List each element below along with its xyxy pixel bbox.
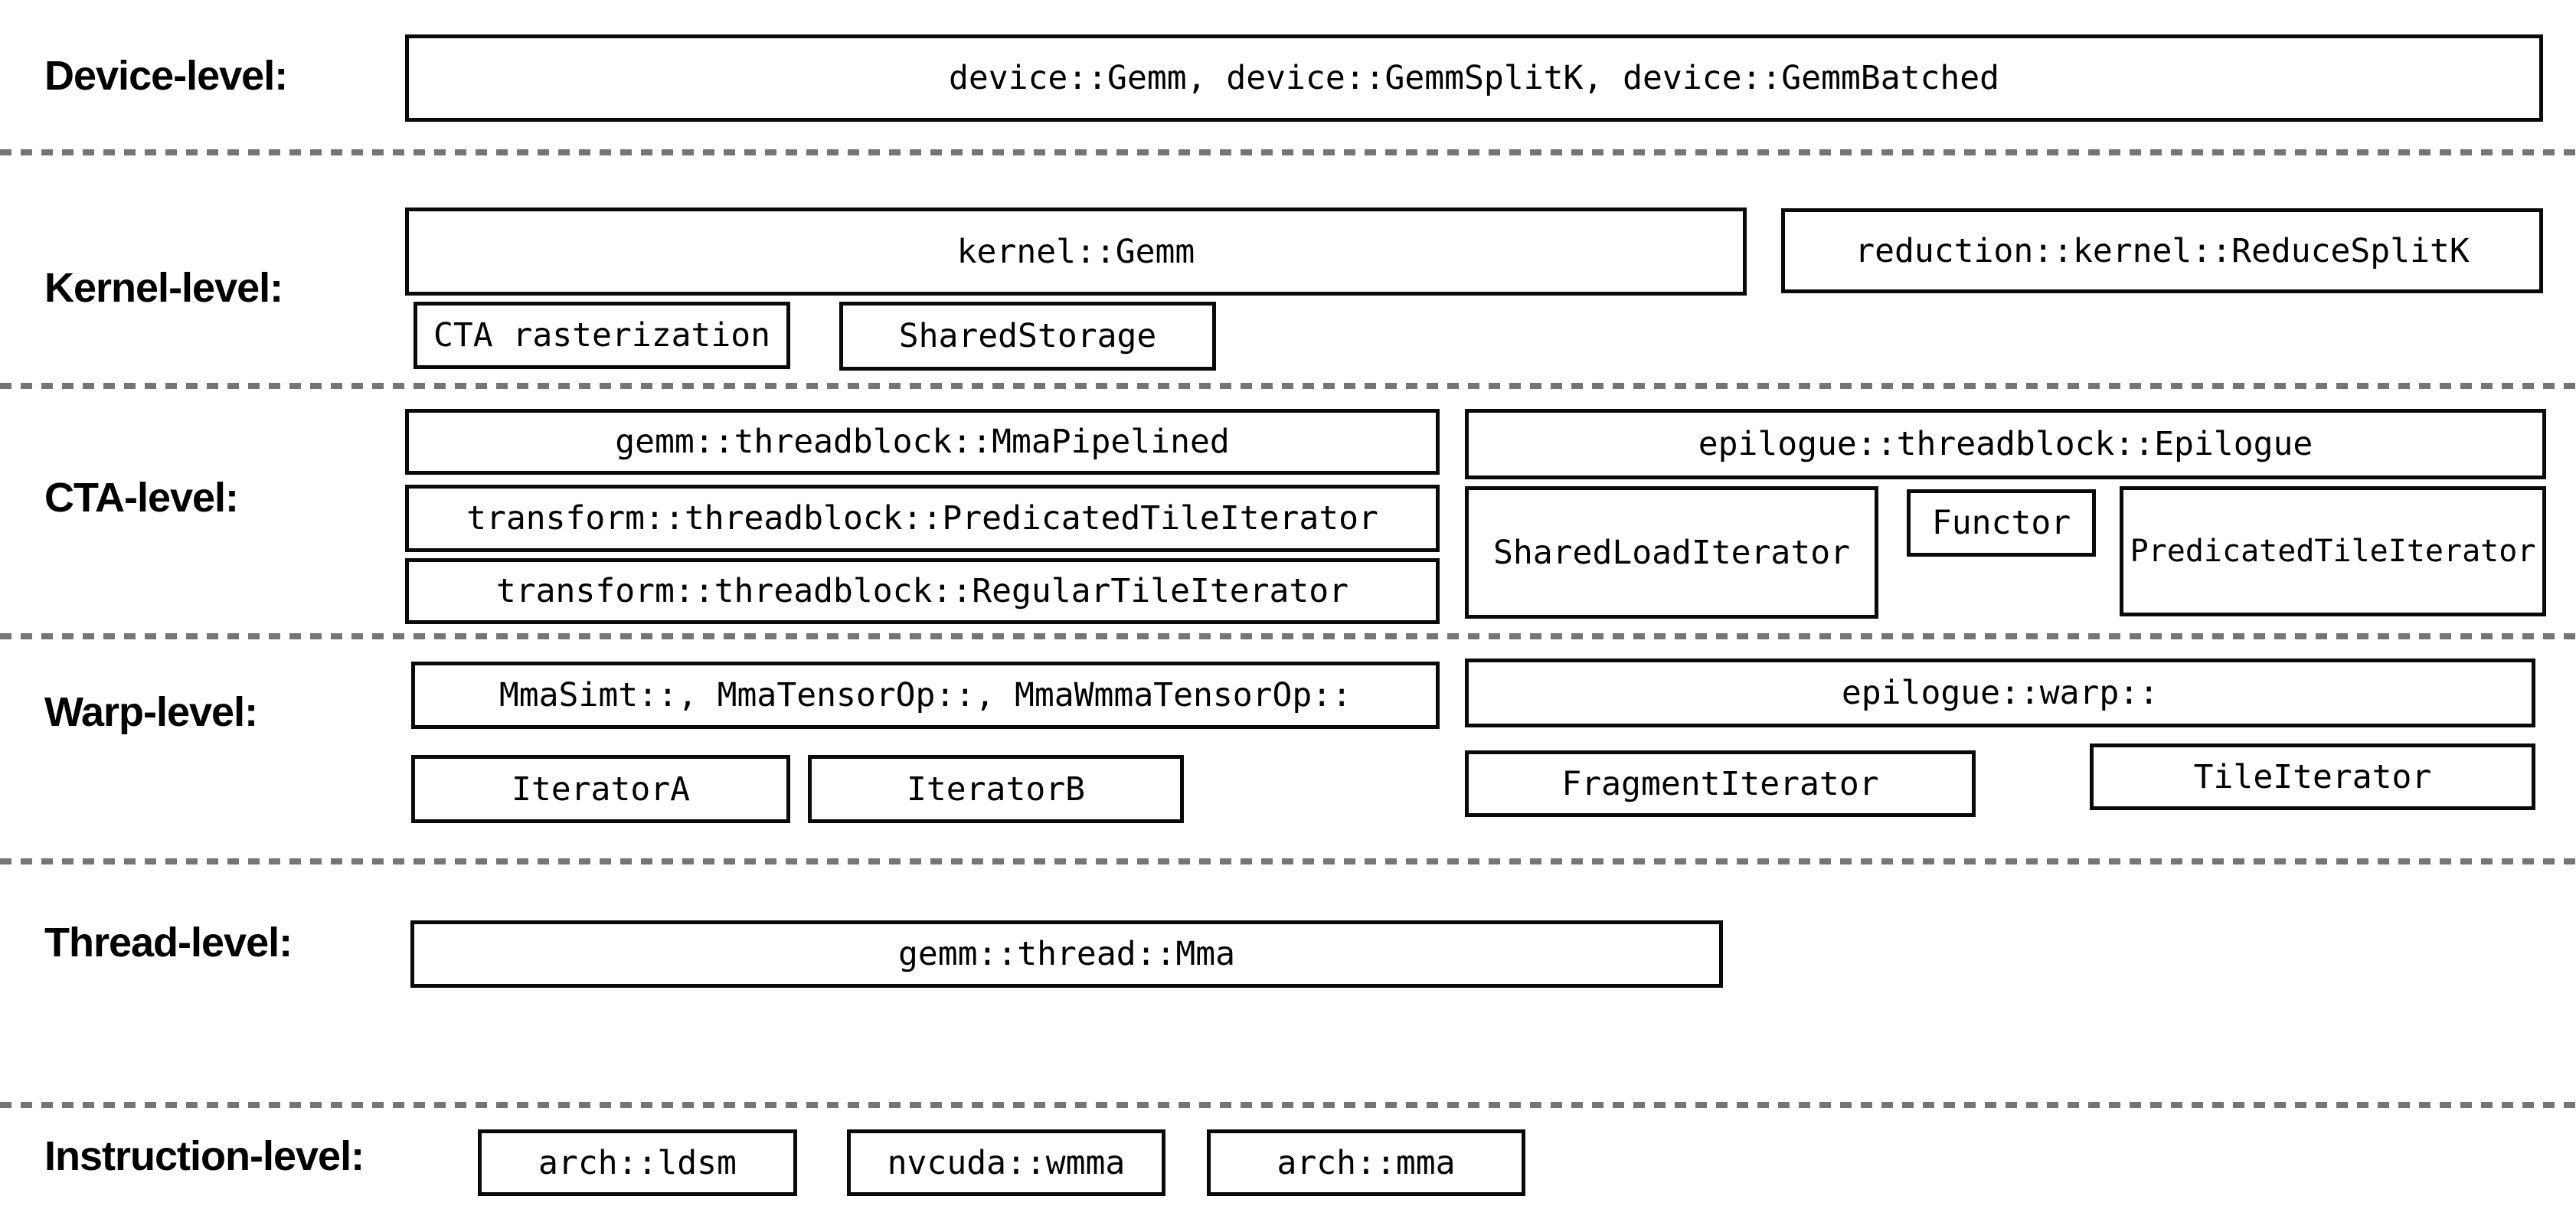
box-thread-mma: gemm::thread::Mma (410, 920, 1723, 988)
box-fragment-iterator: FragmentIterator (1465, 750, 1976, 817)
level-label-cta: CTA-level: (44, 475, 239, 521)
box-iterator-b: IteratorB (808, 755, 1184, 823)
level-label-instruction: Instruction-level: (44, 1133, 364, 1179)
row-divider (0, 383, 2576, 389)
box-iterator-a: IteratorA (411, 755, 790, 823)
row-divider (0, 858, 2576, 864)
box-nvcuda-wmma: nvcuda::wmma (847, 1129, 1165, 1196)
box-transform-predicated-tile-iterator: transform::threadblock::PredicatedTileIt… (405, 485, 1440, 552)
row-divider (0, 1102, 2576, 1108)
level-label-thread: Thread-level: (44, 920, 293, 966)
box-shared-storage: SharedStorage (839, 302, 1216, 371)
level-label-kernel: Kernel-level: (44, 265, 283, 311)
row-divider (0, 633, 2576, 639)
row-divider (0, 149, 2576, 155)
box-arch-ldsm: arch::ldsm (478, 1129, 797, 1196)
level-label-device: Device-level: (44, 53, 288, 99)
box-kernel-gemm: kernel::Gemm (405, 208, 1747, 296)
box-transform-regular-tile-iterator: transform::threadblock::RegularTileItera… (405, 558, 1440, 624)
box-epilogue-threadblock: epilogue::threadblock::Epilogue (1465, 409, 2546, 479)
box-mma-pipelined: gemm::threadblock::MmaPipelined (405, 409, 1440, 475)
box-arch-mma: arch::mma (1207, 1129, 1525, 1196)
level-label-warp: Warp-level: (44, 689, 258, 735)
box-device-gemm: device::Gemm, device::GemmSplitK, device… (405, 34, 2543, 122)
box-warp-mma: MmaSimt::, MmaTensorOp::, MmaWmmaTensorO… (411, 662, 1440, 729)
box-tile-iterator: TileIterator (2090, 743, 2535, 810)
box-functor: Functor (1907, 489, 2096, 557)
box-cta-rasterization: CTA rasterization (414, 302, 790, 369)
box-predicated-tile-iterator: PredicatedTileIterator (2120, 486, 2546, 616)
box-shared-load-iterator: SharedLoadIterator (1465, 486, 1878, 619)
box-reduce-splitk: reduction::kernel::ReduceSplitK (1781, 208, 2543, 293)
box-epilogue-warp: epilogue::warp:: (1465, 659, 2535, 727)
